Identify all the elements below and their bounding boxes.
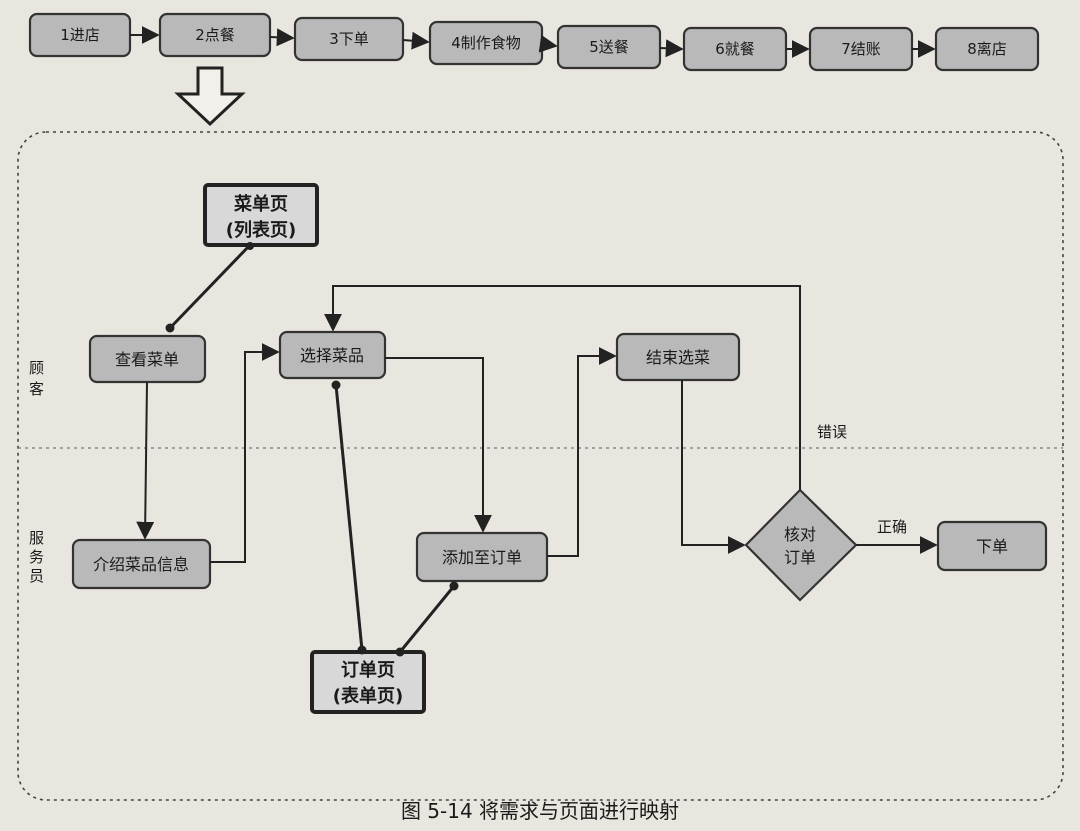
- step-6: 6就餐: [682, 26, 788, 72]
- node-add-to-order-label: 添加至订单: [442, 548, 522, 567]
- step-3-label: 3下单: [329, 30, 369, 48]
- step-5: 5送餐: [556, 24, 662, 70]
- order-page-title: 订单页: [341, 659, 395, 681]
- figure-caption: 图 5-14 将需求与页面进行映射: [401, 799, 679, 823]
- node-introduce-dish: 介绍菜品信息: [71, 538, 212, 590]
- edge-label-error: 错误: [817, 423, 847, 441]
- order-page-box: 订单页 (表单页): [310, 650, 426, 714]
- step-1-label: 1进店: [60, 26, 100, 44]
- node-select-dish: 选择菜品: [278, 330, 387, 380]
- node-finish-selection-label: 结束选菜: [646, 348, 710, 367]
- arrow-introduce-to-select: [210, 343, 280, 563]
- arrow-check-error-to-select: [324, 285, 801, 490]
- node-check-order: 核对 订单: [744, 488, 858, 602]
- mapping-order-to-add: [395, 581, 459, 657]
- arrow-view-to-introduce: [136, 381, 155, 540]
- lane-label-customer: 顾客: [27, 360, 45, 402]
- lane-label-waiter: 服务员: [27, 530, 45, 587]
- step-8: 8离店: [934, 26, 1040, 72]
- mapping-order-to-select: [331, 380, 367, 655]
- node-check-order-label-1: 核对: [784, 525, 816, 544]
- edge-label-correct: 正确: [877, 518, 907, 536]
- step-1: 1进店: [28, 12, 132, 58]
- step-8-label: 8离店: [967, 40, 1007, 58]
- node-place-order-label: 下单: [976, 537, 1008, 556]
- step-2-label: 2点餐: [195, 26, 235, 44]
- node-introduce-dish-label: 介绍菜品信息: [93, 555, 189, 574]
- arrow-add-to-finish: [547, 347, 617, 557]
- arrow-select-to-add: [385, 357, 492, 533]
- step-4-label: 4制作食物: [451, 34, 521, 52]
- menu-page-title: 菜单页: [233, 193, 288, 215]
- order-page-subtitle: (表单页): [333, 685, 403, 707]
- node-select-dish-label: 选择菜品: [300, 346, 364, 365]
- menu-page-box: 菜单页 (列表页): [203, 183, 319, 247]
- step-5-label: 5送餐: [589, 38, 629, 56]
- step-3: 3下单: [293, 16, 405, 62]
- node-check-order-label-2: 订单: [784, 548, 816, 567]
- flow-arrow-4-5: [538, 34, 558, 53]
- step-2: 2点餐: [158, 12, 272, 58]
- node-place-order: 下单: [936, 520, 1048, 572]
- detail-container: [17, 131, 1064, 801]
- node-finish-selection: 结束选菜: [615, 332, 741, 382]
- node-add-to-order: 添加至订单: [415, 531, 549, 583]
- flow-arrow-3-4: [402, 31, 430, 50]
- menu-page-subtitle: (列表页): [226, 219, 296, 241]
- process-flow: 1进店 2点餐 3下单 4制作食物 5送餐 6就餐 7结账 8离店: [28, 12, 1040, 72]
- arrow-finish-to-check: [681, 380, 746, 554]
- node-view-menu-label: 查看菜单: [115, 350, 179, 369]
- flow-arrow-2-3: [269, 28, 295, 47]
- step-4: 4制作食物: [428, 20, 544, 66]
- expand-down-arrow-icon: [174, 66, 246, 127]
- flow-arrow-5-6: [659, 39, 684, 58]
- node-view-menu: 查看菜单: [88, 334, 207, 384]
- step-6-label: 6就餐: [715, 40, 755, 58]
- step-7-label: 7结账: [841, 40, 881, 58]
- step-7: 7结账: [808, 26, 914, 72]
- mapping-menu-to-view: [165, 242, 254, 333]
